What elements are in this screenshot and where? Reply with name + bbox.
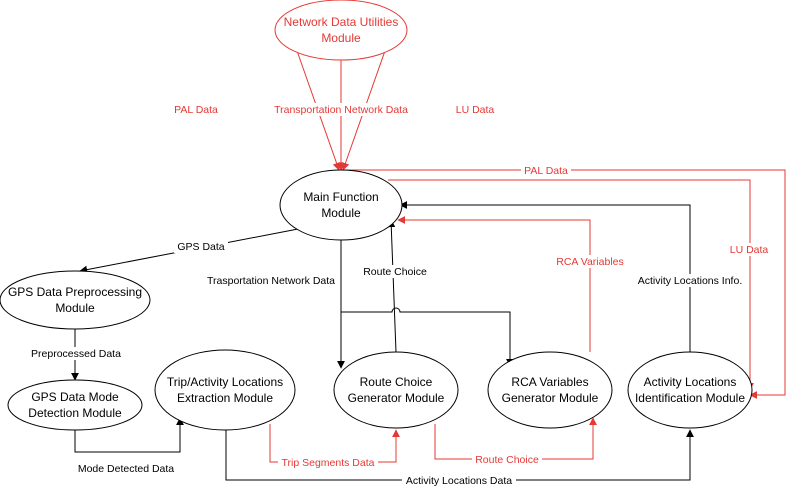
node-network-data-utilities[interactable]: Network Data Utilities Module: [274, 0, 408, 61]
node-trip-activity-extraction-line-1: Trip/Activity Locations: [167, 375, 283, 389]
node-gps-mode-detection-line-2: Detection Module: [28, 406, 122, 420]
node-activity-locations-identification-line-2: Identification Module: [635, 391, 745, 405]
label-trasportation-network-data: Trasportation Network Data: [207, 275, 335, 287]
node-main-function[interactable]: Main Function Module: [279, 169, 403, 241]
node-gps-mode-detection-line-1: GPS Data Mode: [31, 390, 119, 404]
edge-activity-locations-info: [399, 201, 691, 352]
label-transportation-network-data: Transportation Network Data: [274, 104, 408, 116]
label-trip-segments-data: Trip Segments Data: [282, 457, 375, 469]
label-route-choice-up: Route Choice: [363, 266, 427, 278]
node-main-function-line-1: Main Function: [303, 190, 378, 204]
node-gps-preprocessing-line-1: GPS Data Preprocessing: [8, 285, 142, 299]
label-mode-detected-data: Mode Detected Data: [78, 463, 174, 475]
label-activity-locations-data: Activity Locations Data: [406, 475, 512, 487]
node-gps-preprocessing-line-2: Module: [55, 301, 95, 315]
node-activity-locations-identification-line-1: Activity Locations: [644, 375, 737, 389]
node-gps-preprocessing[interactable]: GPS Data Preprocessing Module: [0, 270, 151, 330]
node-activity-locations-identification[interactable]: Activity Locations Identification Module: [627, 351, 753, 429]
node-rca-variables-generator-line-1: RCA Variables: [511, 375, 588, 389]
label-rca-variables: RCA Variables: [556, 256, 624, 268]
edge-rca-variables: [397, 216, 591, 352]
node-main-function-line-2: Module: [321, 206, 361, 220]
node-rca-variables-generator[interactable]: RCA Variables Generator Module: [487, 351, 613, 429]
label-preprocessed-data: Preprocessed Data: [31, 348, 121, 360]
label-lu-data-right: LU Data: [730, 244, 769, 256]
label-pal-data-top: PAL Data: [174, 104, 218, 116]
node-gps-mode-detection[interactable]: GPS Data Mode Detection Module: [7, 379, 143, 431]
node-route-choice-generator-line-2: Generator Module: [348, 391, 445, 405]
edge-activity-locations-data: [225, 429, 694, 481]
edge-route-choice-up: [387, 219, 397, 353]
edge-lu-data-right: [388, 179, 754, 391]
node-network-data-utilities-line-1: Network Data Utilities: [284, 15, 399, 29]
node-trip-activity-extraction-line-2: Extraction Module: [177, 391, 273, 405]
label-route-choice-bottom: Route Choice: [475, 454, 539, 466]
label-gps-data: GPS Data: [177, 241, 224, 253]
edge-network-to-rca: [341, 307, 514, 367]
node-route-choice-generator-line-1: Route Choice: [360, 375, 433, 389]
edge-mode-detected-data: [74, 417, 184, 453]
node-network-data-utilities-line-2: Module: [321, 31, 361, 45]
label-pal-data-right: PAL Data: [524, 165, 568, 177]
label-lu-data-top: LU Data: [456, 104, 495, 116]
node-trip-activity-extraction[interactable]: Trip/Activity Locations Extraction Modul…: [154, 349, 296, 431]
label-activity-locations-info: Activity Locations Info.: [638, 275, 742, 287]
node-route-choice-generator[interactable]: Route Choice Generator Module: [333, 351, 459, 429]
node-rca-variables-generator-line-2: Generator Module: [502, 391, 599, 405]
